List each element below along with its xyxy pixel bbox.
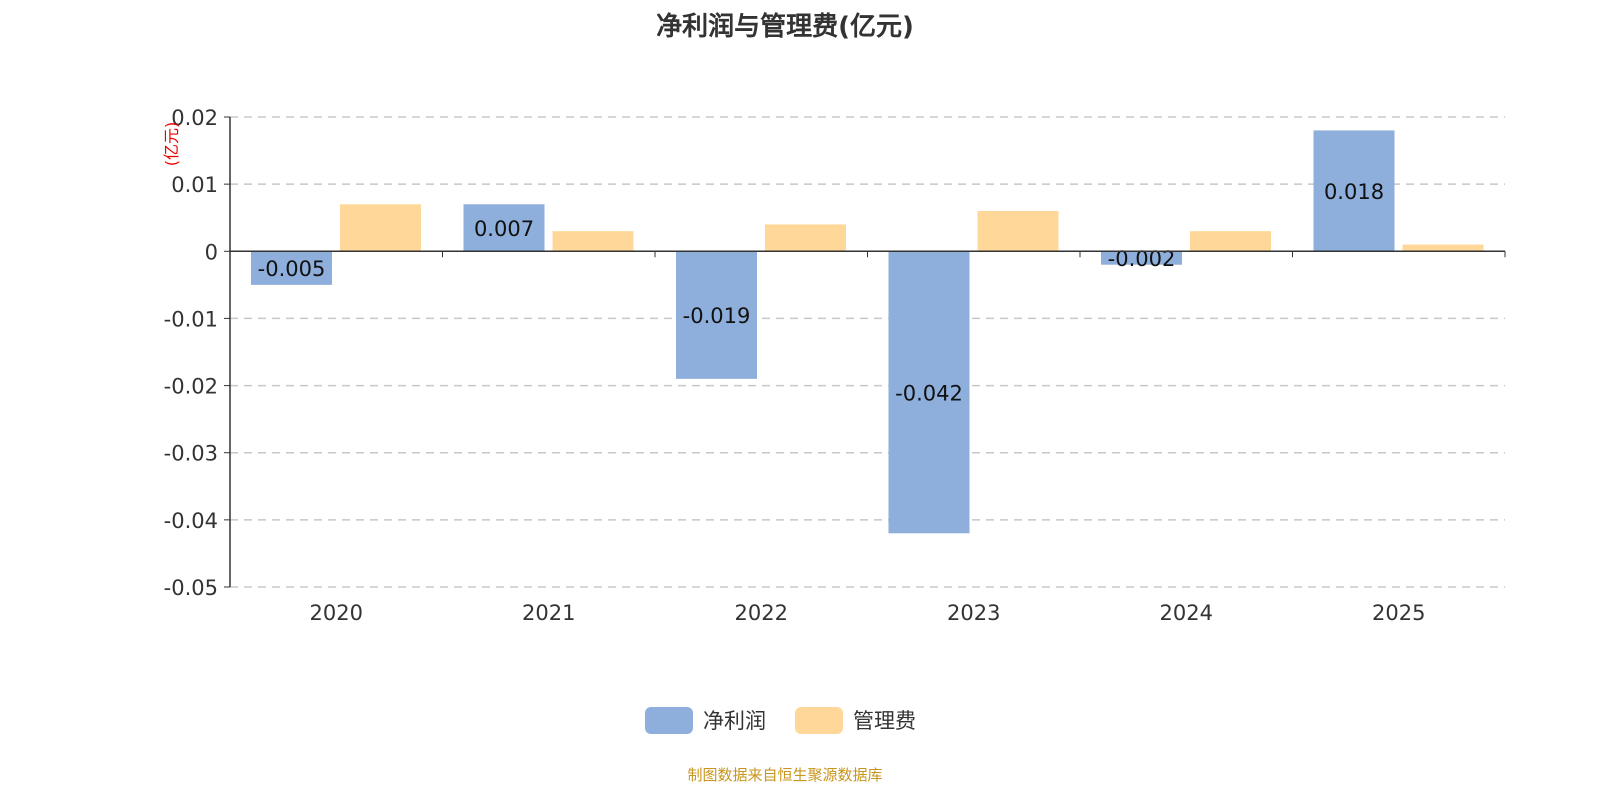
- y-tick-label: 0.01: [171, 173, 218, 197]
- y-tick-label: -0.04: [164, 509, 218, 533]
- x-tick-label: 2022: [735, 601, 788, 625]
- data-label: -0.005: [258, 257, 326, 281]
- legend-label: 管理费: [853, 709, 916, 733]
- net-profit-bar: [676, 251, 757, 379]
- y-tick-label: 0.02: [171, 106, 218, 130]
- admin-fee-bar: [552, 231, 634, 252]
- admin-fee-bar: [1402, 244, 1484, 252]
- admin-fee-bar: [765, 224, 846, 252]
- net-profit-bar: [888, 251, 970, 534]
- legend-swatch: [645, 707, 693, 734]
- legend-swatch: [795, 707, 843, 734]
- data-label: 0.018: [1324, 180, 1384, 204]
- data-label: -0.042: [895, 381, 963, 405]
- x-tick-label: 2023: [947, 601, 1000, 625]
- source-footer: 制图数据来自恒生聚源数据库: [687, 766, 883, 784]
- admin-fee-bar: [977, 211, 1059, 252]
- data-label: 0.007: [474, 217, 534, 241]
- admin-fee-bar: [1190, 231, 1271, 252]
- y-tick-label: -0.02: [164, 375, 218, 399]
- chart-title: 净利润与管理费(亿元): [656, 12, 914, 42]
- y-tick-label: 0: [205, 240, 218, 264]
- x-tick-label: 2025: [1372, 601, 1425, 625]
- data-label: -0.019: [683, 304, 751, 328]
- net-profit-bar: [1313, 130, 1395, 252]
- legend-label: 净利润: [703, 709, 766, 733]
- net-profit-bar: [251, 251, 332, 285]
- admin-fee-bar: [340, 204, 421, 252]
- net-profit-bar: [463, 204, 545, 252]
- y-tick-label: -0.03: [164, 442, 218, 466]
- net-profit-bar: [1101, 251, 1182, 265]
- y-tick-label: -0.01: [164, 307, 218, 331]
- y-axis-unit: (亿元): [162, 122, 181, 167]
- x-tick-label: 2024: [1160, 601, 1213, 625]
- y-tick-label: -0.05: [164, 576, 218, 600]
- x-tick-label: 2020: [310, 601, 363, 625]
- x-tick-label: 2021: [522, 601, 575, 625]
